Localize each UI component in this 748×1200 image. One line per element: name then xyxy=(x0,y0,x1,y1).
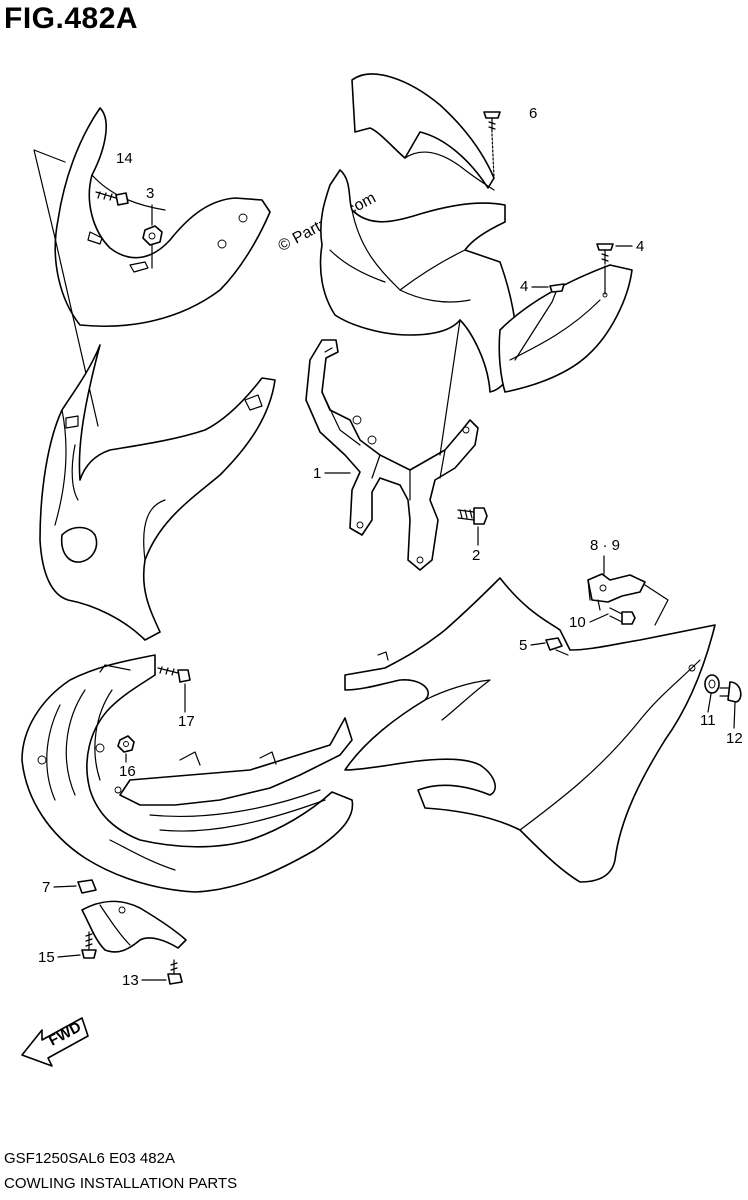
bolt-2 xyxy=(457,507,488,525)
nut-16 xyxy=(117,735,135,753)
grommet-11 xyxy=(704,674,720,694)
screw-17 xyxy=(157,666,191,683)
callout-4-upper: 4 xyxy=(636,238,644,255)
screw-14 xyxy=(95,191,129,206)
callout-13: 13 xyxy=(122,972,139,989)
cowling-bracket xyxy=(305,319,479,571)
callout-2: 2 xyxy=(472,547,480,564)
screw-6 xyxy=(483,111,501,179)
section-name: COWLING INSTALLATION PARTS xyxy=(4,1175,238,1192)
callout-4-lower: 4 xyxy=(520,278,528,295)
callout-16: 16 xyxy=(119,763,136,780)
callout-14: 14 xyxy=(116,150,133,167)
figure-title: FIG.482A xyxy=(4,2,139,35)
screw-4-lower xyxy=(514,283,565,361)
screw-4-upper xyxy=(596,243,614,295)
nut-3 xyxy=(142,225,163,269)
screw-15 xyxy=(81,931,97,959)
lower-bracket xyxy=(81,900,187,953)
callout-6: 6 xyxy=(529,105,537,122)
callout-15: 15 xyxy=(38,949,55,966)
left-upper-panel xyxy=(33,107,271,427)
callout-8-9: 8 · 9 xyxy=(590,537,620,554)
bolt-10 xyxy=(609,607,636,625)
upper-cowl xyxy=(319,73,633,393)
left-side-panel xyxy=(39,344,276,641)
fwd-arrow: FWD xyxy=(21,1017,89,1067)
right-side-cowl xyxy=(344,577,716,883)
callout-17: 17 xyxy=(178,713,195,730)
nut-7 xyxy=(77,879,97,894)
callout-12: 12 xyxy=(726,730,743,747)
under-cowl xyxy=(21,654,354,893)
nut-5 xyxy=(545,637,569,656)
callout-3: 3 xyxy=(146,185,154,202)
callout-10: 10 xyxy=(569,614,586,631)
model-code: GSF1250SAL6 E03 482A xyxy=(4,1150,175,1167)
callout-5: 5 xyxy=(519,637,527,654)
callout-11: 11 xyxy=(700,712,716,729)
screw-12 xyxy=(719,681,742,703)
callout-7: 7 xyxy=(42,879,50,896)
callout-1: 1 xyxy=(313,465,321,482)
bolt-13 xyxy=(167,959,183,985)
bracket-8-9 xyxy=(587,573,669,626)
